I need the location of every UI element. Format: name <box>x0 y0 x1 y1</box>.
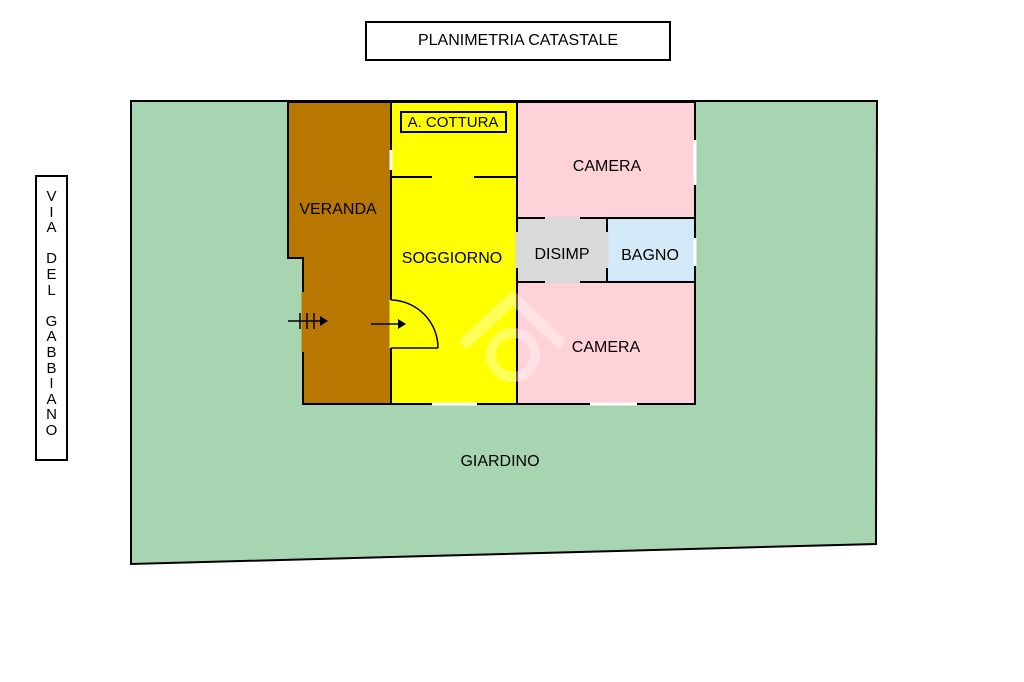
street-letter: E <box>46 265 57 283</box>
camera-bottom-room <box>516 281 696 405</box>
angolo-cottura-label: A. COTTURA <box>408 114 499 131</box>
street-letter: A <box>46 219 57 237</box>
street-letter: B <box>46 359 57 377</box>
street-letter: G <box>45 312 58 330</box>
entrance-arrow-veranda <box>288 313 328 329</box>
street-letter: L <box>47 281 56 299</box>
street-letter: N <box>46 406 57 424</box>
plan-title-text: PLANIMETRIA CATASTALE <box>417 32 619 49</box>
camera-top-label: CAMERA <box>573 158 642 175</box>
soggiorno-label: SOGGIORNO <box>402 250 502 267</box>
camera-bottom-label: CAMERA <box>572 339 641 356</box>
openings <box>301 140 697 406</box>
street-letter: V <box>46 188 57 205</box>
street-letter: B <box>46 343 57 361</box>
angolo-cottura-label-box <box>400 111 507 133</box>
street-letter: A <box>46 390 57 408</box>
watermark-logo <box>458 292 568 382</box>
street-letter: I <box>49 375 54 393</box>
street-letter: D <box>46 250 57 268</box>
plan-title: PLANIMETRIA CATASTALE <box>365 21 671 61</box>
street-letter: I <box>49 203 54 221</box>
street-letter: A <box>46 328 57 346</box>
veranda-room <box>287 101 392 405</box>
disimpegno-label: DISIMP <box>534 246 589 263</box>
veranda-label: VERANDA <box>299 201 377 218</box>
door-swing <box>390 299 439 349</box>
bagno-label: BAGNO <box>621 247 679 264</box>
giardino-label: GIARDINO <box>460 453 539 470</box>
street-letter: O <box>45 421 58 439</box>
entrance-arrow-soggiorno <box>371 319 406 329</box>
